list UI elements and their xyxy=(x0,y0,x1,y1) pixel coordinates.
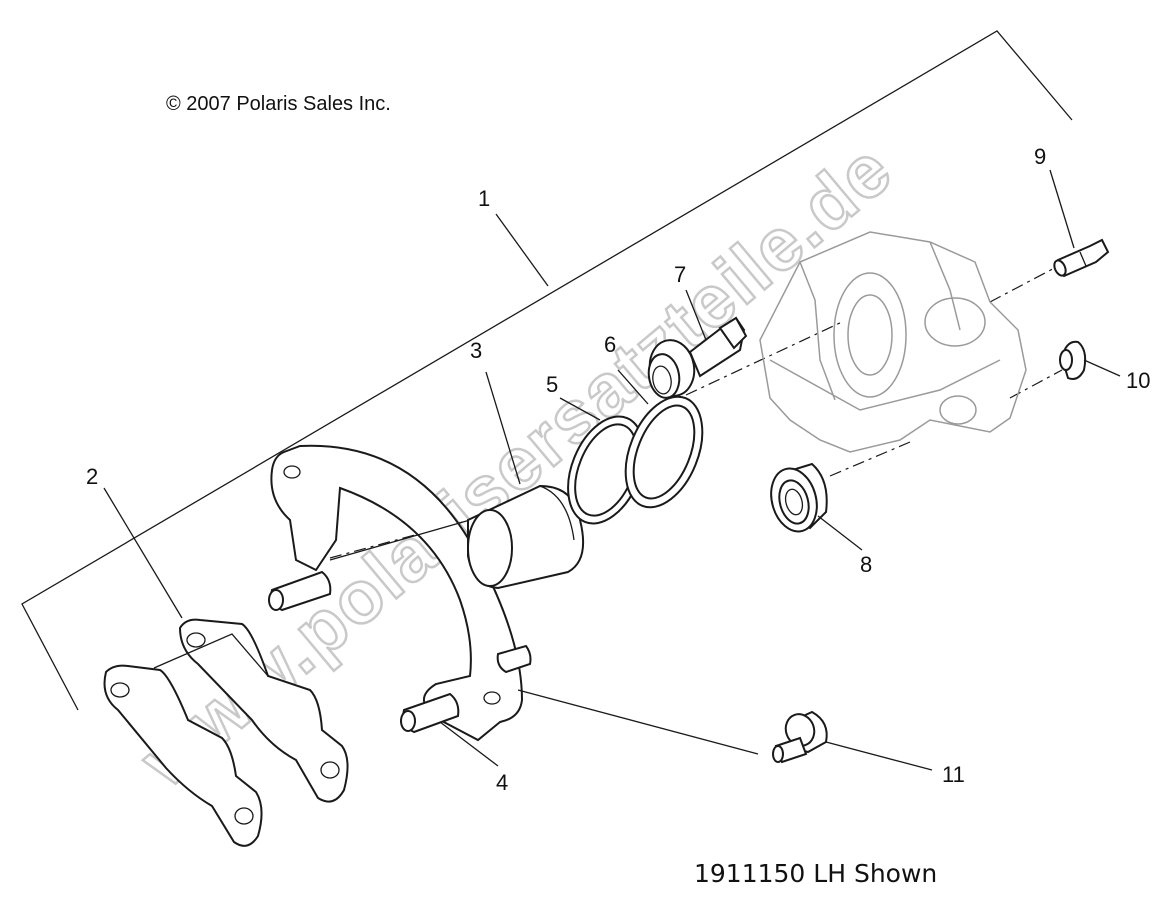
slide-pin xyxy=(647,316,748,399)
brake-pads xyxy=(103,618,349,847)
callout-2: 2 xyxy=(86,464,98,489)
callout-labels: 1 2 3 4 5 6 7 8 9 10 11 xyxy=(86,144,1150,795)
callout-7: 7 xyxy=(674,262,686,287)
boot xyxy=(770,462,828,533)
piston xyxy=(467,484,584,590)
callout-6: 6 xyxy=(604,332,616,357)
copyright-text: © 2007 Polaris Sales Inc. xyxy=(166,93,391,115)
leader-lines xyxy=(103,169,1121,771)
bleeder-screw xyxy=(1053,238,1110,278)
callout-4: 4 xyxy=(496,770,508,795)
callout-11: 11 xyxy=(942,762,965,787)
callout-5: 5 xyxy=(546,372,558,397)
callout-10: 10 xyxy=(1126,368,1150,393)
drawing-note: 1911150 LH Shown xyxy=(694,859,937,888)
bleeder-cap xyxy=(1059,340,1087,380)
callout-8: 8 xyxy=(860,552,872,577)
seal-ring-outer xyxy=(567,415,645,525)
caliper-body xyxy=(759,231,1027,453)
callout-9: 9 xyxy=(1034,144,1046,169)
mounting-bracket xyxy=(268,444,532,742)
bolt xyxy=(772,710,828,764)
seal-ring-inner xyxy=(624,395,704,509)
callout-1: 1 xyxy=(478,186,490,211)
callout-3: 3 xyxy=(470,338,482,363)
assembly-bracket-line xyxy=(21,30,1073,711)
